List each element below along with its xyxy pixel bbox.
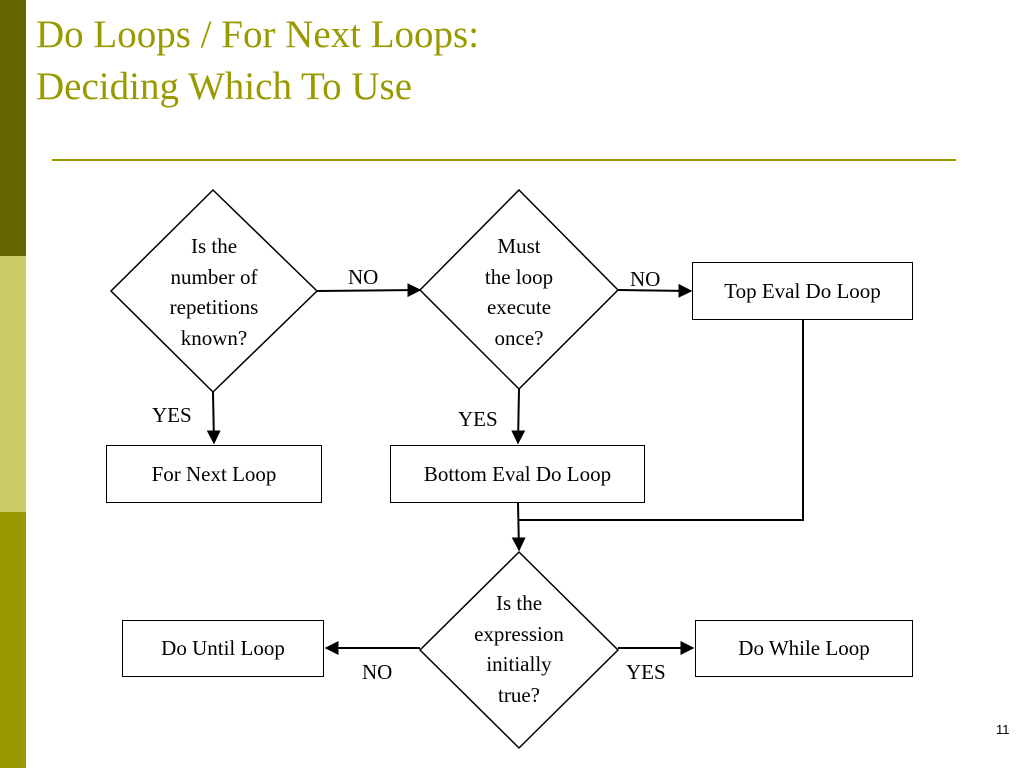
slide-title-line-2: Deciding Which To Use <box>36 65 413 108</box>
slide-title-line-1: Do Loops / For Next Loops: <box>36 13 480 56</box>
edge-label-yes-repetitions: YES <box>152 403 192 427</box>
edge-label-yes-execute-once: YES <box>458 407 498 431</box>
sidebar-band-light <box>0 256 26 512</box>
arrow-repetitions-no <box>316 283 422 298</box>
arrow-execute-once-yes <box>511 388 526 445</box>
process-box-for-next: For Next Loop <box>106 445 322 503</box>
process-box-do-until: Do Until Loop <box>122 620 324 677</box>
arrow-execute-once-no <box>617 283 693 298</box>
arrow-repetitions-yes <box>206 391 221 445</box>
decision-text-repetitions-known: Is the number of repetitions known? <box>169 234 259 350</box>
sidebar-band-mid <box>0 512 26 768</box>
edge-label-no-execute-once: NO <box>630 267 661 291</box>
decision-text-must-execute-once: Must the loop execute once? <box>484 234 554 350</box>
decision-text-expression-initially-true: Is the expression initially true? <box>474 591 564 707</box>
connector-top-eval-merge <box>519 320 804 521</box>
edge-label-no-repetitions: NO <box>348 265 379 289</box>
process-box-do-while: Do While Loop <box>695 620 913 677</box>
page-number: 11 <box>996 722 1010 737</box>
sidebar-band-dark <box>0 0 26 256</box>
title-underline-rule <box>52 159 956 161</box>
edge-label-yes-expression: YES <box>626 660 666 684</box>
process-box-top-eval: Top Eval Do Loop <box>692 262 913 320</box>
decision-diamond-expression-true <box>418 550 620 750</box>
arrow-bottom-eval-to-expression <box>511 502 526 552</box>
edge-label-no-expression: NO <box>362 660 393 684</box>
process-box-bottom-eval: Bottom Eval Do Loop <box>390 445 645 503</box>
